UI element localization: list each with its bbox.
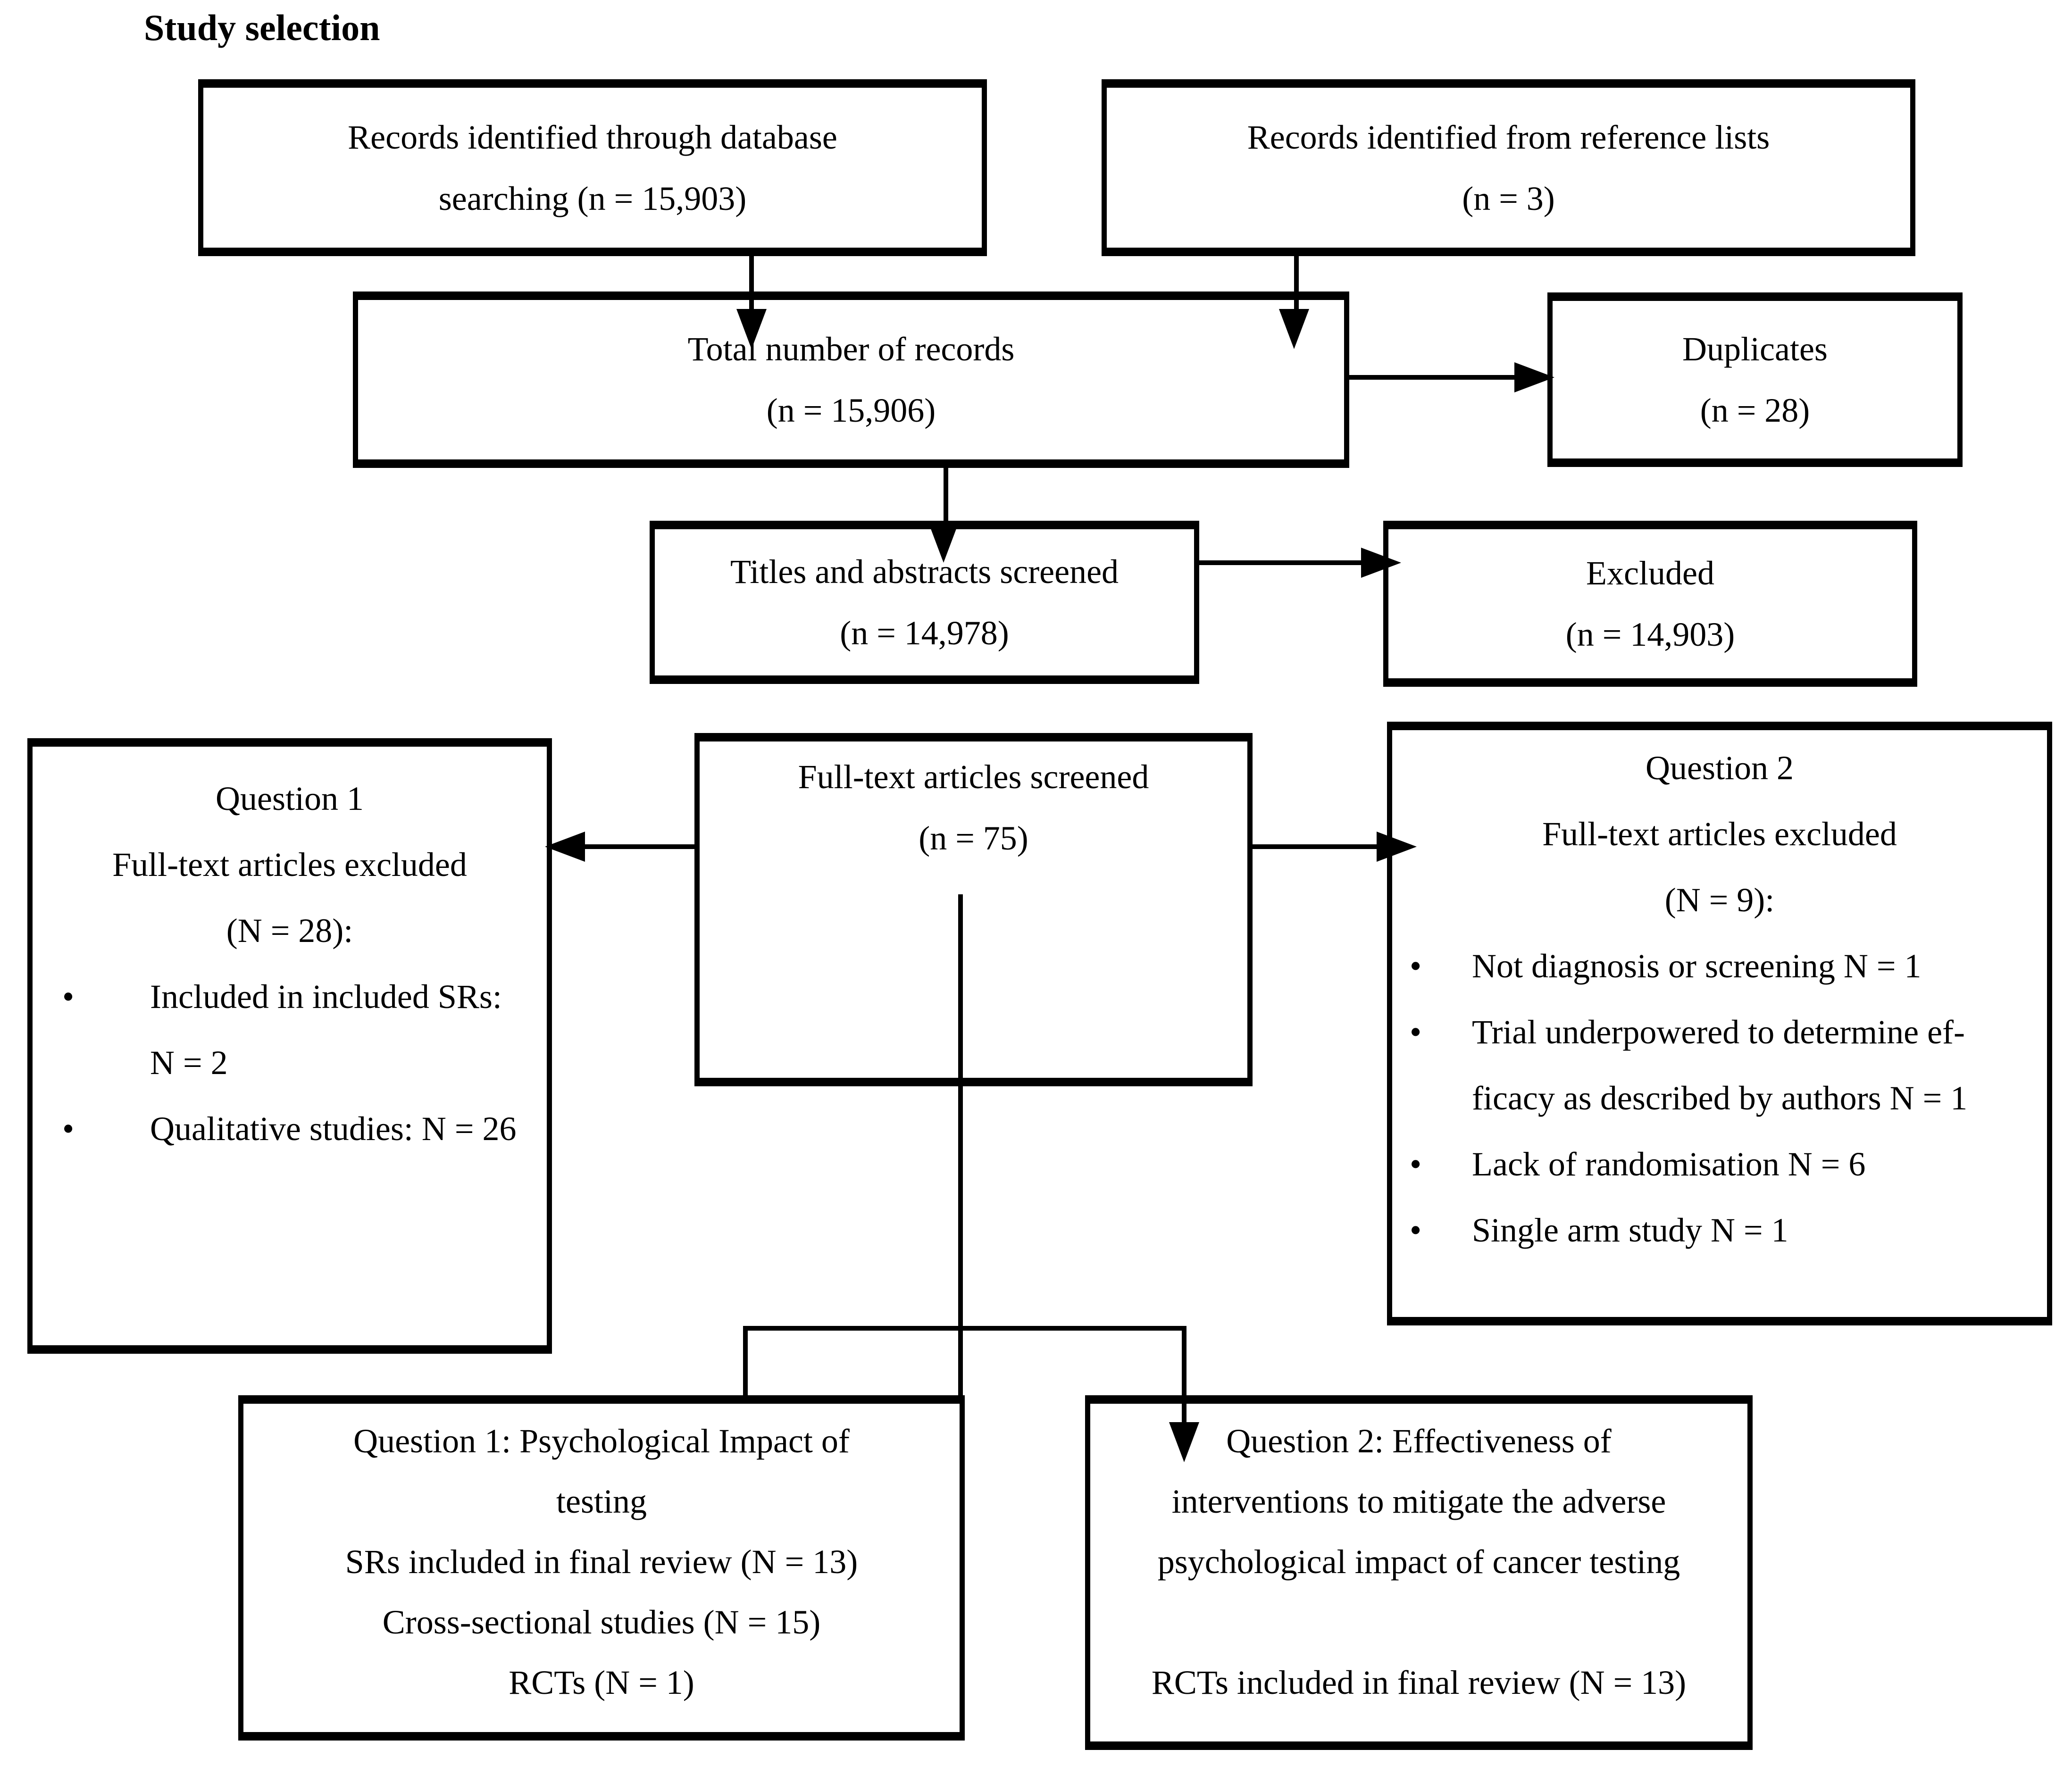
bullet-item: • Not diagnosis or screening N = 1 xyxy=(1392,933,2047,999)
connector-ref-to-total xyxy=(1294,256,1299,311)
box-text-line: Question 1: Psychological Impact of xyxy=(353,1422,850,1460)
box-text-line: (n = 75) xyxy=(919,819,1028,857)
arrowhead-right-icon xyxy=(1361,548,1401,578)
box-text-line: Titles and abstracts screened xyxy=(730,553,1119,591)
box-text-line: interventions to mitigate the adverse xyxy=(1171,1483,1666,1520)
connector-total-to-titles xyxy=(944,468,948,525)
box-text-line: RCTs included in final review (N = 13) xyxy=(1151,1664,1687,1701)
bullet-icon: • xyxy=(1410,1013,1422,1051)
box-text-line xyxy=(1090,1592,1747,1652)
bullet-icon: • xyxy=(1410,1211,1422,1249)
connector-fulltext-down-stem xyxy=(958,894,963,1395)
arrowhead-down-icon xyxy=(1169,1422,1199,1462)
box-text-line: Total number of records xyxy=(687,330,1015,368)
box-text-line: Full-text articles screened xyxy=(798,758,1149,796)
box-text-line: Question 2 xyxy=(1646,749,1794,787)
box-excluded: Excluded (n = 14,903) xyxy=(1383,521,1917,687)
connector-fulltext-to-q2 xyxy=(1253,844,1379,849)
box-text-line: RCTs (N = 1) xyxy=(509,1664,694,1701)
bullet-item: • Single arm study N = 1 xyxy=(1392,1197,2047,1263)
box-titles-abstracts-screened: Titles and abstracts screened (n = 14,97… xyxy=(650,521,1199,684)
box-text-line: (n = 14,978) xyxy=(840,614,1009,652)
box-records-reference-lists: Records identified from reference lists … xyxy=(1102,79,1915,256)
connector-split-to-bottom-right xyxy=(1182,1326,1186,1426)
bullet-icon: • xyxy=(62,1110,75,1148)
bullet-item: • Trial underpowered to determine ef- fi… xyxy=(1392,999,2047,1131)
box-text-line: (N = 9): xyxy=(1664,881,1775,919)
bullet-text-line: ficacy as described by authors N = 1 xyxy=(1472,1079,1968,1117)
box-text-line: (N = 28): xyxy=(226,912,353,950)
arrowhead-down-icon xyxy=(736,309,767,349)
box-text-line: Question 1 xyxy=(216,780,364,817)
bullet-item: • Included in included SRs: N = 2 xyxy=(33,964,547,1096)
connector-fulltext-to-q1 xyxy=(584,844,694,849)
box-text-line: SRs included in final review (N = 13) xyxy=(345,1543,858,1581)
box-text-line: Question 2: Effectiveness of xyxy=(1226,1422,1612,1460)
connector-split-to-bottom-left xyxy=(743,1326,748,1395)
box-text-line: searching (n = 15,903) xyxy=(438,179,747,217)
bullet-icon: • xyxy=(62,978,75,1016)
box-records-database: Records identified through database sear… xyxy=(198,79,987,256)
bullet-text-line: Qualitative studies: N = 26 xyxy=(150,1110,517,1148)
arrowhead-down-icon xyxy=(1279,309,1309,349)
box-text-line: (n = 14,903) xyxy=(1565,616,1735,653)
bullet-icon: • xyxy=(1410,947,1422,985)
connector-total-to-duplicates xyxy=(1349,375,1517,380)
arrowhead-right-icon xyxy=(1514,362,1554,392)
arrowhead-left-icon xyxy=(545,832,585,862)
box-fulltext-screened: Full-text articles screened (n = 75) xyxy=(694,733,1253,1086)
box-text-line: Records identified from reference lists xyxy=(1247,118,1770,156)
connector-split-bar xyxy=(743,1326,1186,1331)
box-question2-included: Question 2: Effectiveness of interventio… xyxy=(1085,1395,1753,1750)
box-text-line: Full-text articles excluded xyxy=(1542,815,1897,853)
box-question2-excluded: Question 2 Full-text articles excluded (… xyxy=(1387,722,2052,1325)
bullet-text-line: Trial underpowered to determine ef- xyxy=(1472,1013,1965,1051)
bullet-text-line: N = 2 xyxy=(150,1044,228,1082)
box-question1-included: Question 1: Psychological Impact of test… xyxy=(238,1395,965,1741)
bullet-item: • Qualitative studies: N = 26 xyxy=(33,1096,547,1162)
bullet-icon: • xyxy=(1410,1145,1422,1183)
box-text-line: Duplicates xyxy=(1682,330,1828,368)
box-text-line: (n = 3) xyxy=(1462,179,1555,217)
arrowhead-right-icon xyxy=(1377,832,1417,862)
bullet-text-line: Single arm study N = 1 xyxy=(1472,1211,1788,1249)
page-title: Study selection xyxy=(144,7,380,48)
box-text-line: Records identified through database xyxy=(348,118,837,156)
box-text-line: Cross-sectional studies (N = 15) xyxy=(382,1603,821,1641)
box-text-line: Excluded xyxy=(1586,554,1714,592)
bullet-item: • Lack of randomisation N = 6 xyxy=(1392,1131,2047,1197)
box-total-records: Total number of records (n = 15,906) xyxy=(353,292,1349,468)
box-question1-excluded: Question 1 Full-text articles excluded (… xyxy=(27,738,552,1354)
box-text-line: testing xyxy=(556,1483,647,1520)
connector-titles-to-excluded xyxy=(1199,560,1363,565)
arrowhead-down-icon xyxy=(928,523,959,563)
bullet-text-line: Included in included SRs: xyxy=(150,978,502,1016)
connector-db-to-total xyxy=(749,256,754,311)
box-text-line: (n = 28) xyxy=(1700,392,1810,429)
box-text-line: (n = 15,906) xyxy=(766,392,936,429)
box-duplicates: Duplicates (n = 28) xyxy=(1547,292,1963,467)
bullet-text-line: Lack of randomisation N = 6 xyxy=(1472,1145,1866,1183)
box-text-line: Full-text articles excluded xyxy=(112,846,467,883)
box-text-line: psychological impact of cancer testing xyxy=(1157,1543,1680,1581)
bullet-text-line: Not diagnosis or screening N = 1 xyxy=(1472,947,1922,985)
